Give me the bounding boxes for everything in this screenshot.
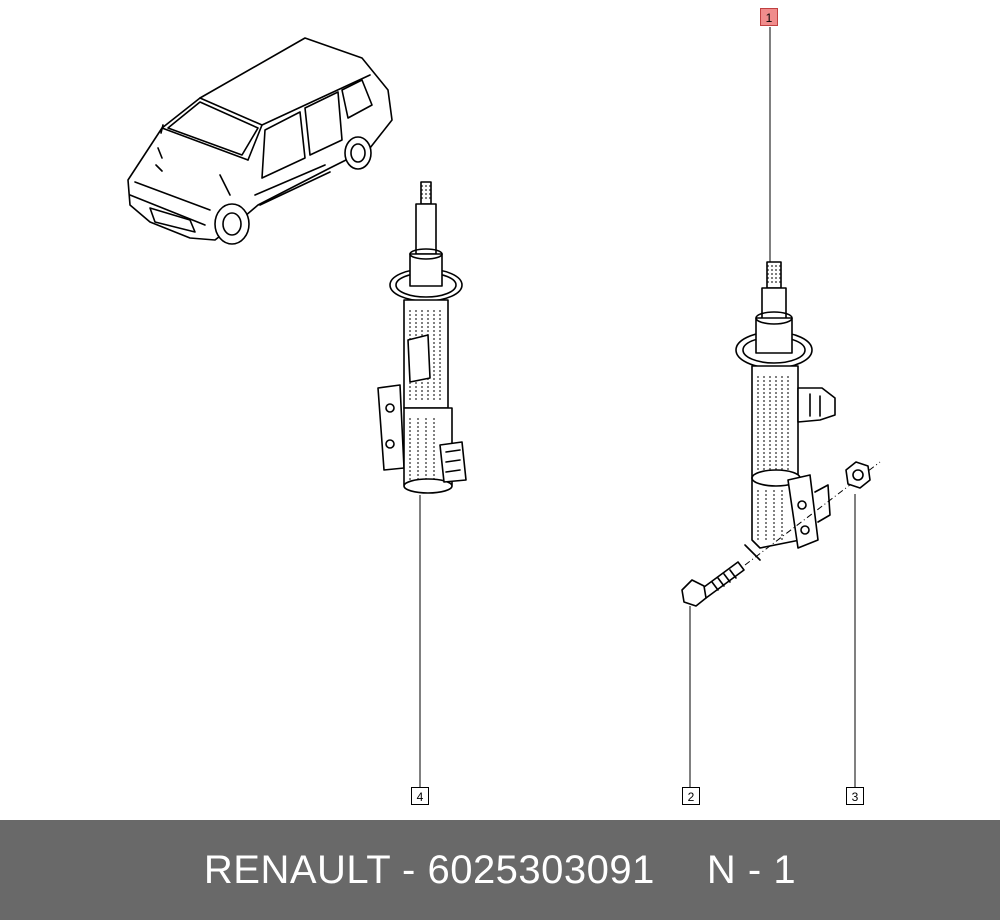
shock-absorber-left	[377, 181, 467, 494]
vehicle-illustration	[127, 37, 393, 245]
callout-3[interactable]: 3	[846, 787, 864, 805]
bolt	[681, 561, 745, 607]
nut	[845, 461, 871, 489]
callout-1[interactable]: 1	[760, 8, 778, 26]
footer-bar: RENAULT - 6025303091 N - 1	[0, 820, 1000, 920]
callout-4[interactable]: 4	[411, 787, 429, 805]
part-number-label: RENAULT - 6025303091	[203, 847, 655, 892]
footer-text: RENAULT - 6025303091 N - 1	[204, 848, 796, 893]
callout-2[interactable]: 2	[682, 787, 700, 805]
shock-absorber-right	[735, 261, 881, 566]
parts-diagram	[127, 27, 881, 787]
position-label: N - 1	[706, 847, 797, 892]
